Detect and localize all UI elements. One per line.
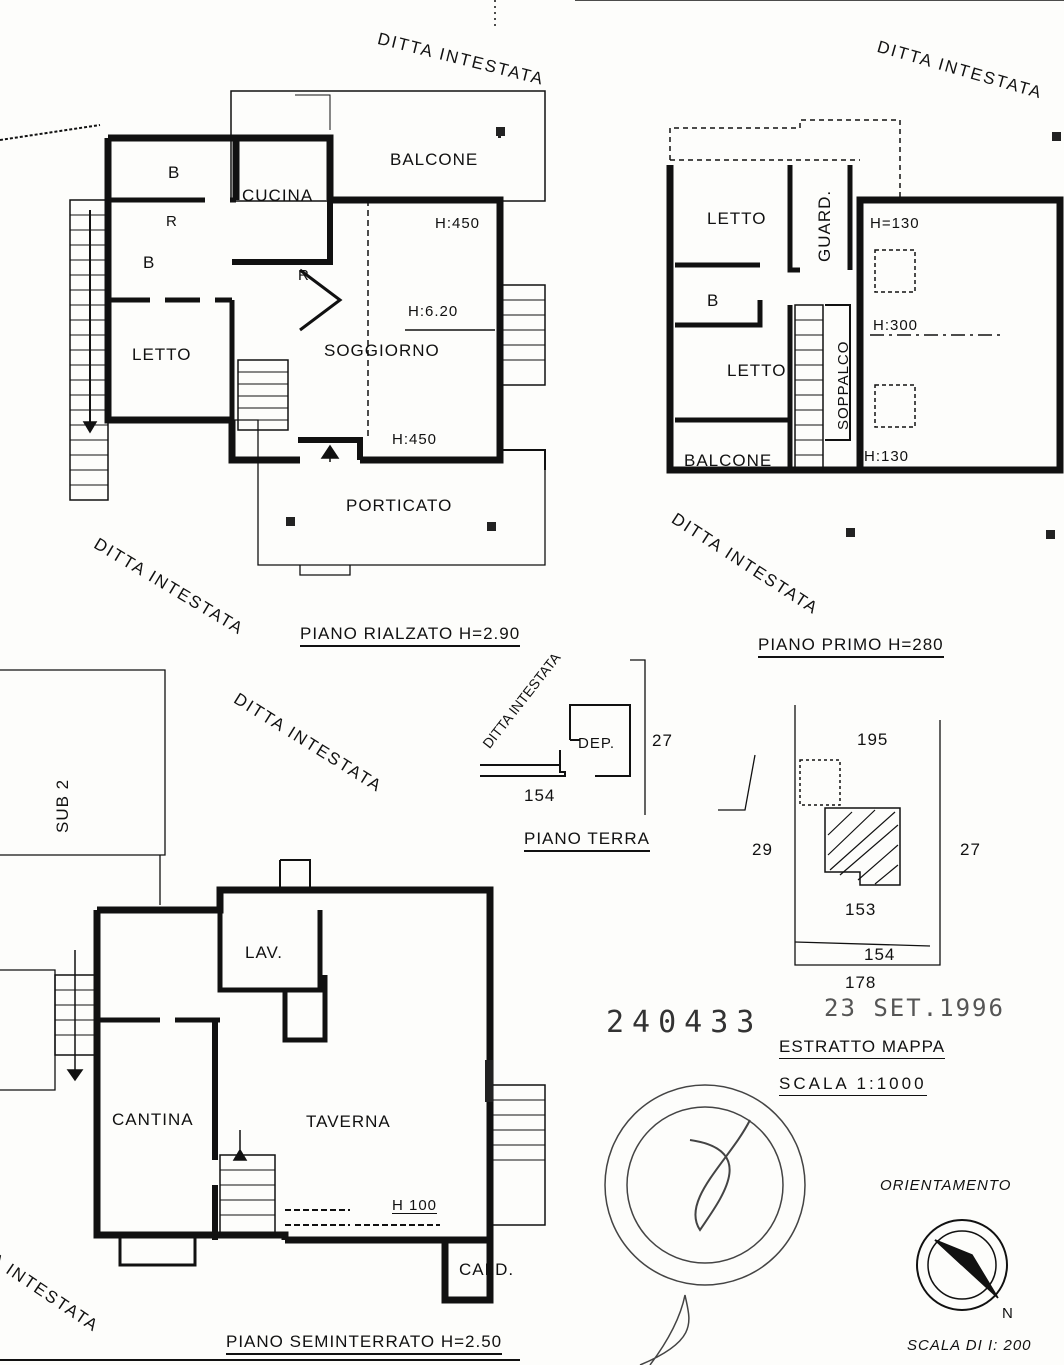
parcel-number: 154: [864, 945, 896, 964]
room-label-letto: LETTO: [727, 361, 787, 380]
height-label: H:450: [392, 431, 438, 448]
title-piano-seminterrato: PIANO SEMINTERRATO H=2.50: [226, 1333, 503, 1355]
room-label-r: R: [166, 213, 178, 230]
piano-seminterrato-plan: [0, 669, 546, 1361]
north-label: N: [1002, 1305, 1014, 1322]
mappa-scale: SCALA 1:1000: [779, 1075, 927, 1096]
title-piano-terra: PIANO TERRA: [524, 830, 650, 852]
room-label-balcone: BALCONE: [684, 451, 773, 470]
registration-number: 240433: [606, 1005, 763, 1040]
parcel-number: 29: [752, 840, 773, 859]
piano-rialzato-plan: [0, 0, 1064, 576]
room-label-balcone: BALCONE: [390, 150, 479, 169]
parcel-number: 178: [845, 973, 877, 992]
parcel-number: 153: [845, 900, 877, 919]
room-label-deposito: DEP.: [578, 735, 616, 752]
height-label: H:450: [435, 215, 481, 232]
registration-date: 23 SET.1996: [824, 994, 1005, 1022]
estratto-mappa-drawing: [718, 705, 941, 966]
piano-terra-plan: [480, 659, 646, 815]
room-label-taverna: TAVERNA: [306, 1112, 391, 1131]
room-label-cantina: CANTINA: [112, 1110, 194, 1129]
parcel-number: 27: [652, 731, 673, 750]
title-piano-rialzato: PIANO RIALZATO H=2.90: [300, 625, 521, 647]
room-label-porticato: PORTICATO: [346, 496, 453, 515]
parcel-number: 195: [857, 730, 889, 749]
room-label-b: B: [707, 291, 720, 310]
drawing-scale: SCALA DI I: 200: [907, 1337, 1032, 1354]
room-label-r: R: [298, 267, 310, 284]
room-label-letto: LETTO: [132, 345, 192, 364]
pillar-markers: [286, 127, 1061, 1102]
title-estratto-mappa: ESTRATTO MAPPA: [779, 1038, 946, 1059]
height-label: H:130: [864, 448, 910, 465]
parcel-number: 27: [960, 840, 981, 859]
height-label: H 100: [392, 1197, 438, 1214]
orientamento-label: ORIENTAMENTO: [880, 1177, 1012, 1194]
height-label: H=130: [870, 215, 920, 232]
room-label-caldaia: CALD.: [459, 1260, 515, 1279]
compass-rose: [916, 1219, 1008, 1311]
sub-label: SUB 2: [53, 778, 72, 833]
room-label-b: B: [143, 253, 156, 272]
piano-primo-plan: [666, 119, 1064, 474]
room-label-lavanderia: LAV.: [245, 943, 284, 962]
room-label-b: B: [168, 163, 181, 182]
room-label-soggiorno: SOGGIORNO: [324, 341, 440, 360]
height-label: H:300: [873, 317, 919, 334]
room-label-soppalco: SOPPALCO: [835, 340, 852, 430]
room-label-cucina: CUCINA: [242, 186, 314, 205]
parcel-number: 154: [524, 786, 556, 805]
title-piano-primo: PIANO PRIMO H=280: [758, 636, 944, 658]
height-label: H:6.20: [408, 303, 459, 320]
room-label-letto: LETTO: [707, 209, 767, 228]
room-label-guardaroba: GUARD.: [815, 189, 834, 262]
technical-stamp: [604, 1084, 806, 1365]
